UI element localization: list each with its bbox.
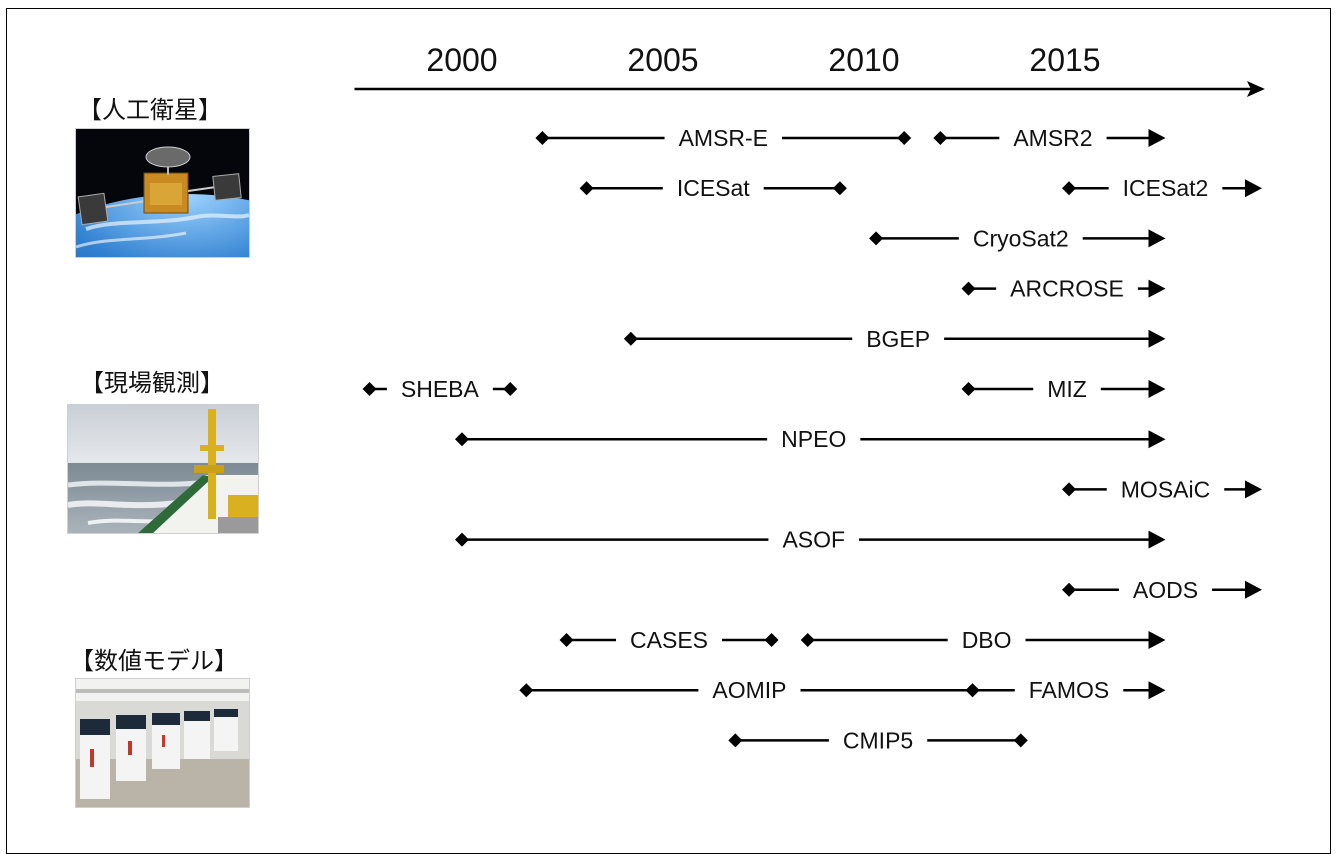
satellite-image: [75, 128, 250, 258]
bar-label-icesat2: ICESat2: [1123, 175, 1209, 201]
bar-end-arrow-amsr2: [1148, 129, 1166, 147]
bar-label-cmip5: CMIP5: [843, 727, 913, 753]
bar-start-marker-icesat2: [1062, 181, 1077, 196]
bar-label-mosaic: MOSAiC: [1121, 476, 1210, 502]
bar-label-cases: CASES: [630, 627, 708, 653]
bar-start-marker-amsr-e: [535, 131, 550, 145]
bar-label-asof: ASOF: [782, 527, 845, 553]
bar-end-marker-icesat: [832, 181, 847, 196]
bar-end-arrow-miz: [1148, 380, 1166, 398]
bar-start-marker-cases: [559, 633, 574, 647]
bar-label-amsr-e: AMSR-E: [679, 125, 768, 151]
bar-end-arrow-asof: [1148, 530, 1166, 549]
bar-end-arrow-npeo: [1148, 430, 1166, 449]
bar-end-arrow-arcrose: [1148, 279, 1166, 298]
bar-end-arrow-mosaic: [1244, 480, 1262, 499]
bar-start-marker-mosaic: [1062, 482, 1077, 497]
bar-label-cryosat2: CryoSat2: [973, 225, 1069, 251]
bar-start-marker-cryosat2: [869, 231, 884, 246]
bar-end-arrow-cryosat2: [1148, 229, 1166, 248]
bar-end-marker-amsr-e: [897, 131, 912, 145]
bar-end-arrow-icesat2: [1244, 179, 1262, 198]
bar-end-arrow-bgep: [1148, 329, 1166, 348]
bar-start-marker-icesat: [579, 181, 594, 196]
axis-tick-label: 2005: [627, 42, 698, 78]
bar-label-amsr2: AMSR2: [1013, 125, 1092, 151]
bar-label-bgep: BGEP: [866, 326, 930, 352]
bar-label-famos: FAMOS: [1029, 677, 1110, 703]
bar-start-marker-aomip: [519, 683, 534, 698]
bar-end-marker-cmip5: [1013, 733, 1028, 748]
bar-end-arrow-dbo: [1148, 631, 1166, 649]
icebreaker-ship-image: [67, 404, 259, 534]
category-label-field-observation: 【現場観測】: [80, 369, 224, 397]
bar-start-marker-dbo: [800, 633, 815, 647]
bar-end-arrow-famos: [1148, 681, 1166, 700]
supercomputer-image: [75, 678, 250, 808]
bar-label-npeo: NPEO: [781, 426, 846, 452]
bar-start-marker-npeo: [455, 432, 469, 447]
bar-start-marker-bgep: [623, 331, 638, 346]
time-axis-arrowhead: [1246, 81, 1265, 97]
bar-start-marker-cmip5: [728, 733, 743, 748]
bar-start-marker-sheba: [362, 382, 377, 396]
bar-start-marker-arcrose: [961, 281, 976, 296]
axis-tick-label: 2000: [426, 42, 497, 78]
axis-tick-label: 2010: [828, 42, 899, 78]
category-label-numerical-model: 【数値モデル】: [70, 647, 238, 675]
bar-start-marker-amsr2: [933, 131, 948, 145]
bar-label-arcrose: ARCROSE: [1010, 276, 1124, 302]
bar-label-aomip: AOMIP: [712, 677, 786, 703]
bar-label-icesat: ICESat: [677, 175, 750, 201]
bar-label-dbo: DBO: [962, 627, 1012, 653]
bar-label-sheba: SHEBA: [401, 376, 480, 402]
bar-start-marker-miz: [961, 382, 976, 396]
bar-end-marker-sheba: [503, 382, 518, 396]
bar-end-marker-cases: [764, 633, 779, 647]
bar-start-marker-aods: [1062, 582, 1077, 597]
axis-tick-label: 2015: [1029, 42, 1100, 78]
bar-start-marker-famos: [965, 683, 980, 698]
category-label-satellite: 【人工衛星】: [78, 96, 222, 124]
bar-end-arrow-aods: [1244, 580, 1262, 599]
bar-start-marker-asof: [455, 532, 469, 547]
bar-label-miz: MIZ: [1047, 376, 1087, 402]
bar-label-aods: AODS: [1133, 577, 1198, 603]
